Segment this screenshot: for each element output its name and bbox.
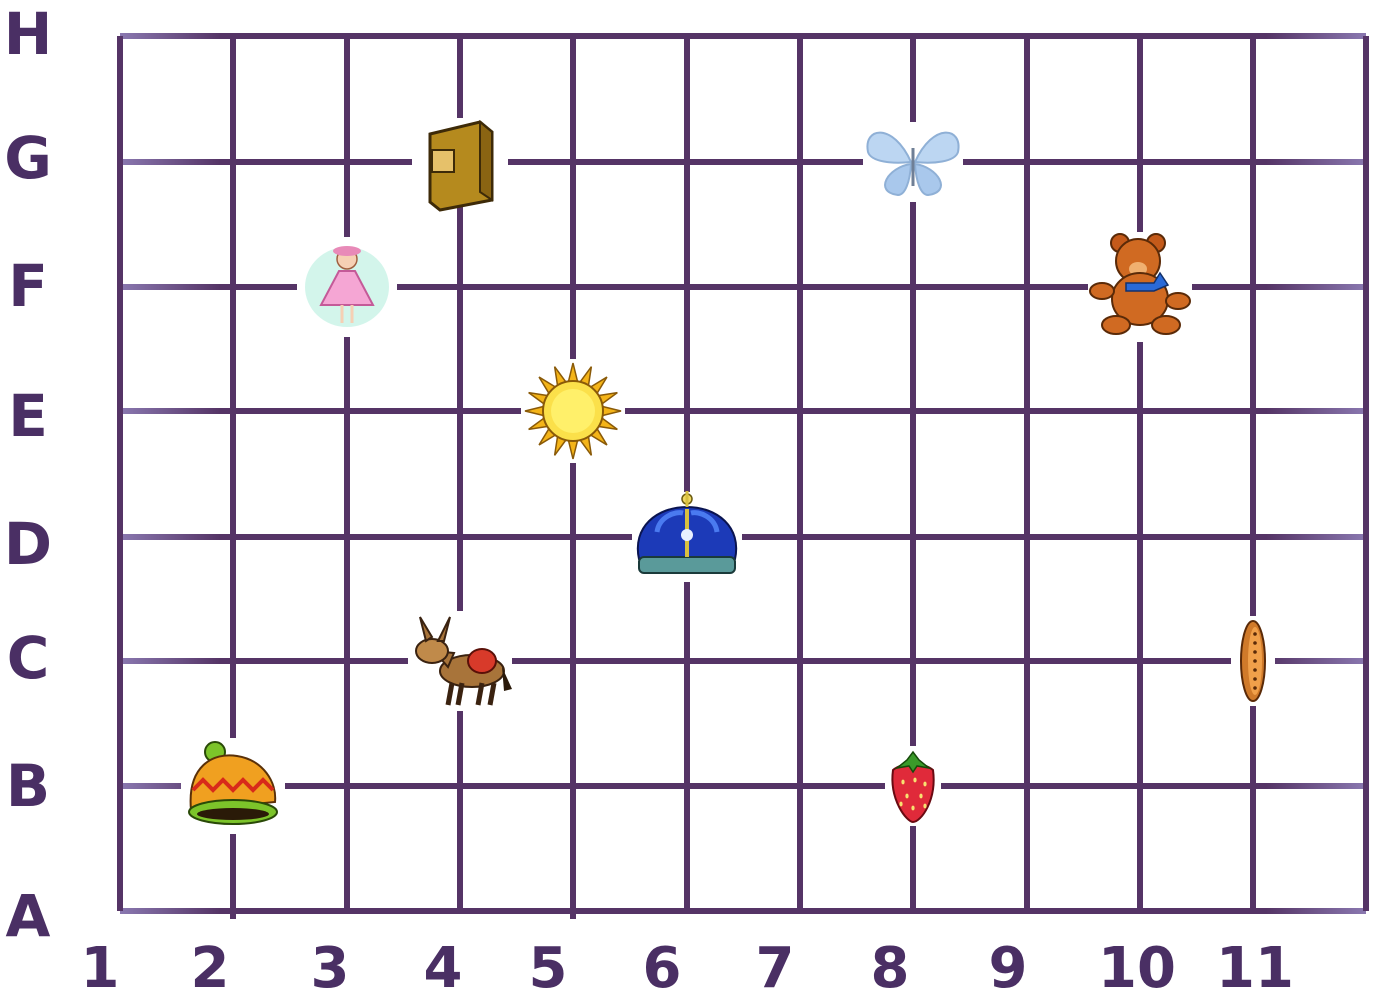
column-labels: 1 2 3 4 5 6 7 8 9 10 11: [81, 936, 1294, 1001]
row-label-D: D: [4, 510, 52, 578]
grid-row-line-B: [120, 783, 1366, 789]
crown-icon: [632, 491, 742, 582]
book-icon: [412, 118, 508, 210]
column-label-3: 3: [311, 936, 350, 1001]
column-label-4: 4: [424, 936, 463, 1001]
row-label-H: H: [4, 0, 53, 68]
column-label-2: 2: [191, 936, 230, 1001]
donkey-icon: [408, 611, 512, 711]
teddy-bear-icon: [1088, 232, 1192, 342]
grid-lines: [120, 33, 1366, 919]
column-label-10: 10: [1098, 936, 1176, 1001]
coin-icon: [1231, 616, 1275, 706]
row-label-G: G: [4, 124, 52, 192]
column-label-5: 5: [529, 936, 568, 1001]
row-label-E: E: [8, 382, 48, 450]
row-label-B: B: [6, 752, 50, 820]
column-label-7: 7: [756, 936, 795, 1001]
column-label-9: 9: [989, 936, 1028, 1001]
column-label-6: 6: [643, 936, 682, 1001]
column-label-1: 1: [81, 936, 120, 1001]
grid-row-line-G: [120, 159, 1366, 165]
column-label-11: 11: [1216, 936, 1294, 1001]
fairy-icon: [297, 237, 397, 337]
row-label-A: A: [6, 882, 51, 950]
strawberry-icon: [885, 746, 941, 826]
grid-row-line-E: [120, 408, 1366, 414]
sun-icon: [521, 359, 625, 463]
grid-row-line-C: [120, 658, 1366, 664]
grid-row-line-A: [120, 908, 1366, 914]
hat-icon: [181, 738, 285, 834]
column-label-8: 8: [871, 936, 910, 1001]
butterfly-icon: [863, 122, 963, 202]
grid-row-line-H: [120, 33, 1366, 39]
grid-row-line-D: [120, 534, 1366, 540]
row-label-F: F: [8, 252, 48, 320]
row-label-C: C: [7, 624, 50, 692]
